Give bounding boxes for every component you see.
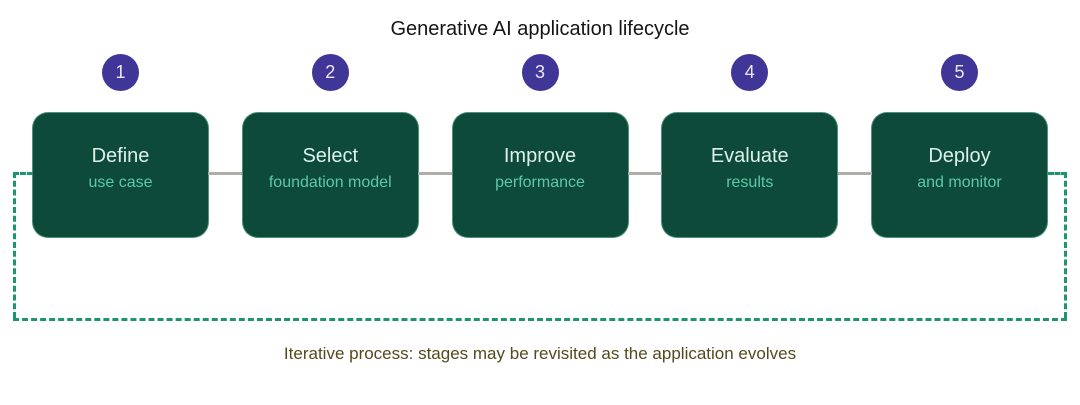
stage-connector-line: [208, 172, 242, 175]
stage-card-subtitle: use case: [88, 173, 153, 191]
stage-card-subtitle: and monitor: [917, 173, 1002, 191]
stage-card: Select foundation model: [241, 112, 419, 238]
stage-card: Deploy and monitor: [871, 112, 1048, 238]
stage-card: Evaluate results: [661, 112, 839, 238]
stage-card-subtitle: performance: [495, 173, 585, 191]
stage-deploy: 5 Deploy and monitor: [871, 54, 1048, 238]
stage-card-title: Improve: [503, 144, 577, 167]
stage-card-title: Deploy: [928, 144, 991, 167]
stage-card-title: Evaluate: [710, 144, 789, 167]
stage-define: 1 Define use case: [32, 54, 209, 238]
stage-connector-line: [418, 172, 452, 175]
stage-number-badge: 2: [311, 54, 349, 91]
iteration-loop-bottom-line: [13, 318, 1067, 321]
stage-card-title: Define: [91, 144, 150, 167]
iteration-loop-stub-right: [1048, 172, 1067, 175]
diagram-title: Generative AI application lifecycle: [390, 18, 690, 40]
stage-card-subtitle: results: [726, 173, 774, 191]
stage-number-badge: 4: [731, 54, 769, 91]
stage-card-subtitle: foundation model: [268, 173, 392, 191]
iteration-loop-left-line: [13, 172, 16, 318]
stage-card: Define use case: [32, 112, 209, 238]
stage-connector-line: [628, 172, 662, 175]
stage-evaluate: 4 Evaluate results: [661, 54, 839, 238]
stage-number-badge: 3: [521, 54, 559, 91]
stage-number-badge: 1: [102, 54, 139, 91]
stages-row: 1 Define use case 2 Select foundation mo…: [32, 54, 1048, 238]
stage-select: 2 Select foundation model: [241, 54, 419, 238]
stage-improve: 3 Improve performance: [451, 54, 629, 238]
iteration-loop-stub-left: [13, 172, 33, 175]
diagram-caption: Iterative process: stages may be revisit…: [283, 344, 797, 363]
iteration-loop-right-line: [1064, 172, 1067, 318]
stage-connector-line: [838, 172, 872, 175]
stage-card: Improve performance: [451, 112, 629, 238]
stage-number-badge: 5: [941, 54, 978, 91]
stage-card-title: Select: [302, 144, 359, 167]
